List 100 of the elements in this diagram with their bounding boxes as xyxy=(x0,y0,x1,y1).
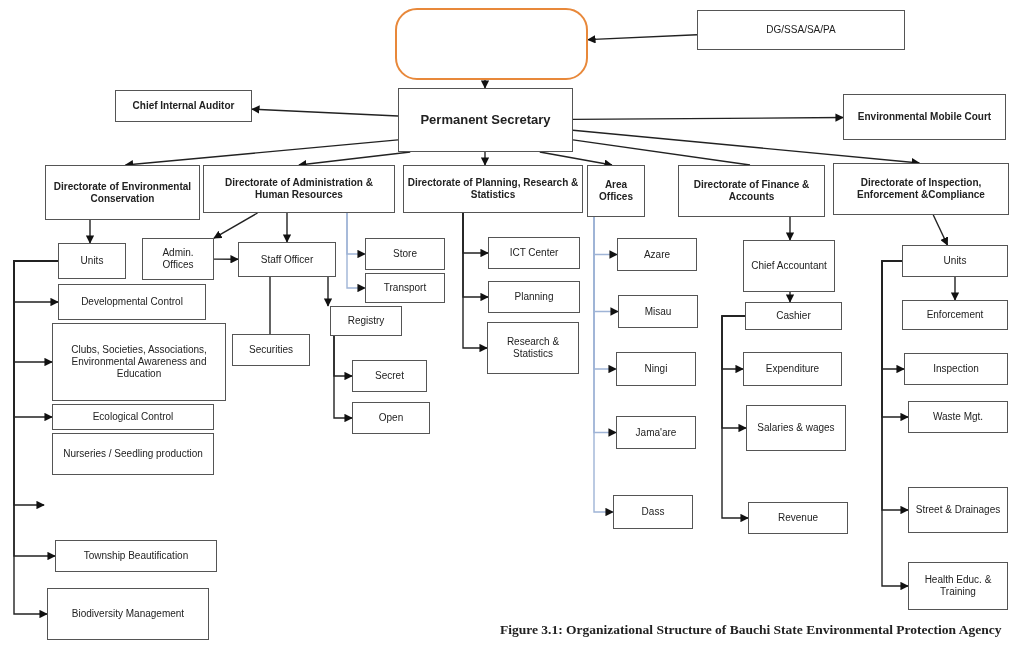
node-label: Salaries & wages xyxy=(757,422,835,434)
org-box xyxy=(743,352,842,386)
node-label: Developmental Control xyxy=(81,296,183,308)
connector-arrow xyxy=(323,276,333,307)
node-label: Chief Internal Auditor xyxy=(132,100,235,112)
node-label: Biodiversity Management xyxy=(71,608,185,620)
org-box xyxy=(902,245,1008,277)
org-box xyxy=(398,88,573,152)
node-label: Planning xyxy=(514,291,554,303)
node-label: Health Educ. & Training xyxy=(923,574,993,598)
node-label: Azare xyxy=(643,248,671,261)
node-label: Ningi xyxy=(644,363,668,375)
org-box xyxy=(697,10,905,50)
node-label: Expenditure xyxy=(765,363,820,375)
org-box xyxy=(745,302,842,330)
node-label: Chief Accountant xyxy=(751,260,827,272)
connector-arrow xyxy=(785,216,795,241)
org-box xyxy=(203,165,395,213)
connector-arrow xyxy=(587,34,698,44)
org-box xyxy=(618,295,698,328)
connector-arrow xyxy=(572,113,844,122)
org-box xyxy=(833,163,1009,215)
node-label: Environmental Mobile Court xyxy=(857,111,992,123)
connector-arrow xyxy=(950,276,960,301)
node-label: Staff Officer xyxy=(260,253,314,266)
org-box xyxy=(47,588,209,640)
org-box xyxy=(352,402,430,434)
node-label: Admin. Offices xyxy=(161,247,195,271)
org-box xyxy=(617,238,697,271)
org-box xyxy=(352,360,427,392)
org-box xyxy=(908,562,1008,610)
node-label: ICT Center xyxy=(509,247,559,259)
node-label: Clubs, Societies, Associations, Environmental Awareness and Education xyxy=(70,344,208,380)
connector-arrow xyxy=(721,315,749,523)
rounded-box xyxy=(395,8,588,80)
org-box xyxy=(613,495,693,529)
connector-arrow xyxy=(593,216,614,517)
connector-arrow xyxy=(251,105,399,117)
org-box xyxy=(743,240,835,292)
org-box xyxy=(748,502,848,534)
org-box xyxy=(52,323,226,401)
node-label: Township Beautification xyxy=(83,550,189,562)
org-box xyxy=(678,165,825,217)
node-label: Revenue xyxy=(778,512,818,524)
org-box xyxy=(58,243,126,279)
org-box xyxy=(904,353,1008,385)
node-label: Nurseries / Seedling production xyxy=(63,448,203,460)
org-box xyxy=(908,487,1008,533)
connector-arrow xyxy=(213,255,239,264)
org-box xyxy=(365,273,445,303)
org-box xyxy=(142,238,214,280)
org-box xyxy=(616,352,696,386)
node-label: Secret xyxy=(375,370,404,382)
node-label: DG/SSA/SA/PA xyxy=(766,24,836,36)
node-label: Directorate of Environmental Conservation xyxy=(52,180,193,205)
org-box xyxy=(232,334,310,366)
node-label: Enforcement xyxy=(926,309,984,321)
org-box xyxy=(843,94,1006,140)
org-box xyxy=(746,405,846,451)
connector-arrow xyxy=(480,151,490,166)
node-label: Street & Drainages xyxy=(915,504,1001,516)
org-box xyxy=(403,165,583,213)
node-label: Directorate of Administration & Human Resources xyxy=(224,177,374,201)
org-box xyxy=(330,306,402,336)
org-box xyxy=(58,284,206,320)
node-label: Directorate of Inspection, Enforcement &Compliance xyxy=(856,177,986,201)
figure-caption: Figure 3.1: Organizational Structure of Bauchi State Environmental Protection Agency xyxy=(500,622,1002,638)
connector-arrow xyxy=(881,260,909,591)
node-label: Directorate of Planning, Research & Statistics xyxy=(407,177,579,201)
org-box xyxy=(52,404,214,430)
org-box xyxy=(488,237,580,269)
org-box xyxy=(616,416,696,449)
connector-arrow xyxy=(333,335,353,423)
connector-arrow xyxy=(346,212,366,293)
org-box xyxy=(45,165,200,220)
node-label: Store xyxy=(393,248,417,260)
node-label: Misau xyxy=(644,305,672,318)
node-label: Units xyxy=(943,255,967,267)
org-box xyxy=(238,242,336,277)
org-box xyxy=(55,540,217,572)
connector-arrow xyxy=(85,219,95,244)
node-label: Jama'are xyxy=(635,426,677,439)
node-label: Permanent Secretary xyxy=(420,111,551,130)
connector-arrow xyxy=(282,212,292,243)
node-label: Research & Statistics xyxy=(505,336,561,360)
connector-arrow xyxy=(932,214,949,246)
node-label: Waste Mgt. xyxy=(932,411,984,423)
org-box xyxy=(115,90,252,122)
connector-arrow xyxy=(480,79,490,89)
node-label: Inspection xyxy=(933,363,979,375)
node-label: Area Offices xyxy=(598,179,634,203)
node-label: Directorate of Finance & Accounts xyxy=(692,179,811,203)
connector-arrow xyxy=(785,291,795,303)
org-box xyxy=(488,281,580,313)
org-box xyxy=(902,300,1008,330)
connector-arrow xyxy=(462,212,488,353)
org-box xyxy=(365,238,445,270)
node-label: Securities xyxy=(249,344,293,356)
org-box xyxy=(587,165,645,217)
node-label: Registry xyxy=(347,315,385,327)
